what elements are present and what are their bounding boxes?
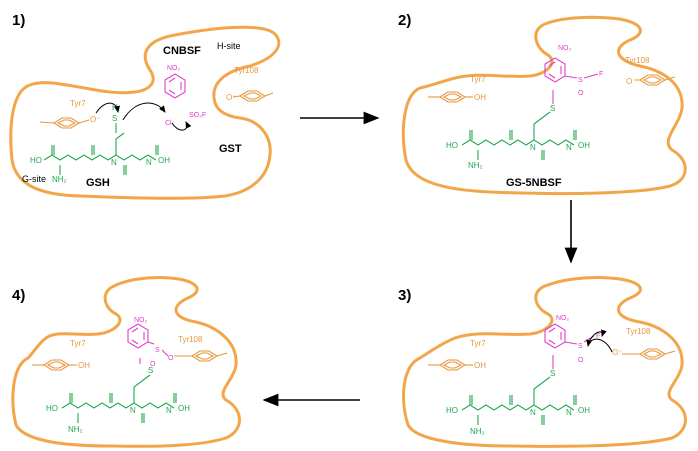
sub-no2-2: NO₂: [558, 45, 572, 52]
gsh-ho-1: HO: [30, 156, 42, 165]
gs-s-3: S: [550, 369, 555, 378]
gsh-n2-3: N: [566, 408, 572, 417]
sub-s-3: S: [578, 343, 583, 350]
gsh-oh-4: OH: [178, 404, 190, 413]
tyr7-label-4: Tyr7: [70, 339, 86, 348]
tyr7-ring-3: [439, 359, 466, 371]
sub-o-3: O: [578, 357, 584, 364]
cnbsf-label: CNBSF: [163, 45, 201, 57]
gst-label: GST: [219, 143, 242, 155]
gsh-backbone-3: [461, 382, 577, 426]
gsh-backbone-1: [43, 132, 159, 176]
panel-2-number: 2): [398, 12, 411, 29]
panel-4-number: 4): [12, 287, 25, 304]
sub-ring-4: [127, 323, 149, 349]
tyr108-o-minus-3: O⁻: [612, 348, 622, 357]
sub-o-2: O: [578, 90, 584, 97]
panel-3-number: 3): [398, 287, 411, 304]
gsh-n2-1: N: [146, 158, 152, 167]
panel-3-active-site: [402, 276, 687, 448]
gsh-oh-2: OH: [578, 141, 590, 150]
gsh-n2-4: N: [166, 406, 172, 415]
gsh-oh-3: OH: [578, 406, 590, 415]
tyr108-label-1: Tyr108: [234, 66, 259, 75]
gsh-n1-1: N: [111, 158, 117, 167]
tyr108-o-minus-1: O⁻: [226, 93, 236, 102]
tyr108-ring-2: [639, 74, 666, 86]
panel-1-number: 1): [12, 12, 25, 29]
g-site-label: G-site: [22, 174, 46, 184]
sub-ring-3: [544, 323, 566, 349]
gsh-n1-3: N: [530, 408, 536, 417]
tyr108-ring-4: [191, 350, 218, 362]
panel-3: 3) Tyr7 OH Tyr108 O⁻ HO NH₂ N N OH S NO₂…: [398, 276, 687, 448]
gsh-backbone-2: [461, 117, 577, 161]
gs-s-2: S: [550, 104, 555, 113]
tyr108-ring-3: [639, 348, 666, 360]
gsh-n1-2: N: [530, 143, 536, 152]
h-site-label: H-site: [217, 41, 241, 51]
tyr7-oh-2: OH: [474, 93, 486, 102]
cnbsf-no2-1: NO₂: [167, 65, 181, 72]
tyr108-ring-1: [239, 90, 266, 102]
gsh-nh2-3: NH₂: [470, 427, 485, 436]
cnbsf-so2f-1: SO₂F: [189, 112, 206, 119]
panel-2: 2) GS-5NBSF Tyr7 OH Tyr108 O⁻ HO NH₂ N N…: [398, 12, 687, 196]
tyr108-o-minus-2: O⁻: [626, 77, 636, 86]
gsh-nh2-4: NH₂: [68, 425, 83, 434]
cnbsf-cl-1: Cl: [165, 120, 172, 127]
tyr7-label-2: Tyr7: [470, 75, 486, 84]
tyr108-label-3: Tyr108: [626, 327, 651, 336]
panel-2-active-site: [401, 15, 687, 196]
tyr108-label-2: Tyr108: [625, 56, 650, 65]
panel-4: 4) Tyr7 OH Tyr108 O HO NH₂ N N OH S NO₂ …: [11, 276, 241, 448]
gs-5nbsf-label: GS-5NBSF: [506, 177, 562, 189]
tyr7-oh-4: OH: [78, 361, 90, 370]
sub-o-link-4: O: [168, 355, 174, 362]
tyr7-ring-1: [53, 117, 80, 129]
tyr7-label-1: Tyr7: [70, 99, 86, 108]
sub-no2-4: NO₂: [134, 317, 148, 324]
sub-o-4: O: [150, 361, 156, 368]
sub-f-2: F: [599, 71, 603, 78]
cnbsf-ring-1: [164, 73, 186, 99]
gsh-ho-3: HO: [446, 406, 458, 415]
sub-f-3: F: [596, 333, 600, 340]
tyr7-o-minus-1: O⁻: [90, 115, 100, 124]
gsh-ho-4: HO: [46, 404, 58, 413]
tyr7-label-3: Tyr7: [470, 339, 486, 348]
gsh-nh2-2: NH₂: [468, 161, 483, 170]
panel-4-active-site: [11, 276, 241, 448]
panel-1: 1) CNBSF H-site GST G-site GSH Tyr7 O⁻ T…: [9, 12, 281, 200]
sub-no2-3: NO₂: [556, 315, 570, 322]
sub-s-4: S: [155, 347, 160, 354]
gsh-ho-2: HO: [446, 141, 458, 150]
panel-1-active-site: [9, 25, 281, 200]
gsh-nh2-1: NH₂: [52, 175, 67, 184]
tyr108-label-4: Tyr108: [178, 335, 203, 344]
gsh-label: GSH: [86, 177, 110, 189]
gsh-n2-2: N: [566, 143, 572, 152]
gsh-n1-4: N: [130, 406, 136, 415]
gs-s-4: S: [148, 366, 153, 375]
tyr7-oh-3: OH: [474, 361, 486, 370]
sub-s-2: S: [578, 77, 583, 84]
tyr7-ring-2: [439, 91, 466, 103]
gsh-backbone-4: [61, 380, 177, 424]
tyr7-ring-4: [43, 359, 70, 371]
gsh-s-1: S: [112, 114, 117, 123]
gsh-oh-1: OH: [158, 156, 170, 165]
